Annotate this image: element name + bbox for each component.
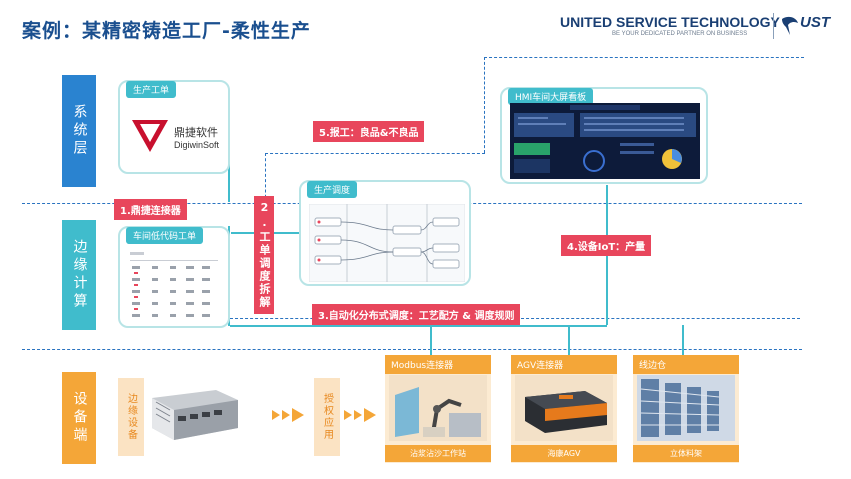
logo-en: DigiwinSoft (174, 140, 220, 150)
lowcode-panel: 车间低代码工单 (118, 226, 230, 328)
hmi-panel: HMI车间大屏看板 (500, 87, 708, 184)
separator-top-right (484, 57, 804, 58)
separator-vertical (484, 57, 485, 153)
scheduling-panel: 生产调度 (299, 180, 471, 286)
modbus-footer: 沾浆沾沙工作站 (385, 445, 491, 462)
hmi-dashboard-preview (510, 103, 700, 183)
scheduling-tag: 生产调度 (307, 181, 358, 198)
connector-line (682, 325, 684, 355)
edge-device-tag: 边缘设备 (118, 378, 144, 456)
page-title: 案例：某精密铸造工厂-柔性生产 (22, 20, 311, 42)
scheduling-flow-preview (308, 203, 466, 286)
separator-edge-device (22, 349, 802, 350)
label-report: 5.报工：良品&不良品 (313, 121, 425, 142)
brand-short: UST (800, 14, 830, 31)
label-distributed: 3.自动化分布式调度：工艺配方 & 调度规则 (312, 304, 521, 325)
connector-line (568, 325, 570, 355)
production-order-tag: 生产工单 (126, 81, 177, 98)
warehouse-title: 线边仓 (633, 355, 739, 374)
modbus-panel: Modbus连接器 沾浆沾沙工作站 (385, 355, 491, 463)
storage-rack-icon (637, 375, 735, 445)
brand-name: UNITED SERVICE TECHNOLOGY (560, 14, 780, 30)
warehouse-panel: 线边仓 立体料架 (633, 355, 739, 463)
connector-line (430, 325, 432, 355)
warehouse-footer: 立体料架 (633, 445, 739, 462)
brand-divider (773, 13, 774, 39)
separator-mid (265, 153, 485, 154)
hmi-tag: HMI车间大屏看板 (508, 88, 594, 105)
connector-line (230, 325, 607, 327)
agv-title: AGV连接器 (511, 355, 617, 374)
industrial-pc-icon (146, 384, 242, 452)
logo-cn: 鼎捷软件 (174, 126, 218, 139)
agv-robot-icon (515, 375, 613, 445)
label-connector: 1.鼎捷连接器 (114, 199, 187, 220)
agv-panel: AGV连接器 海康AGV (511, 355, 617, 463)
layer-edge: 边缘计算 (62, 220, 96, 330)
dolphin-icon (780, 15, 800, 41)
arrow-right-icon (344, 407, 378, 426)
brand-tagline: BE YOUR DEDICATED PARTNER ON BUSINESS (612, 31, 748, 37)
label-iot: 4.设备IoT：产量 (561, 235, 652, 256)
agv-footer: 海康AGV (511, 445, 617, 462)
lowcode-tag: 车间低代码工单 (126, 227, 204, 244)
layer-system: 系统层 (62, 75, 96, 187)
arrow-right-icon (272, 407, 306, 426)
separator-vertical-2 (265, 153, 266, 203)
lowcode-table-preview (130, 250, 220, 322)
label-split: 2.工单调度拆解 (254, 196, 274, 314)
auth-app-tag: 授权应用 (314, 378, 340, 456)
layer-device: 设备端 (62, 372, 96, 464)
robot-workstation-icon (389, 375, 487, 445)
digiwin-logo-icon (130, 118, 170, 158)
production-order-panel: 生产工单 鼎捷软件 DigiwinSoft (118, 80, 230, 174)
modbus-title: Modbus连接器 (385, 355, 491, 374)
